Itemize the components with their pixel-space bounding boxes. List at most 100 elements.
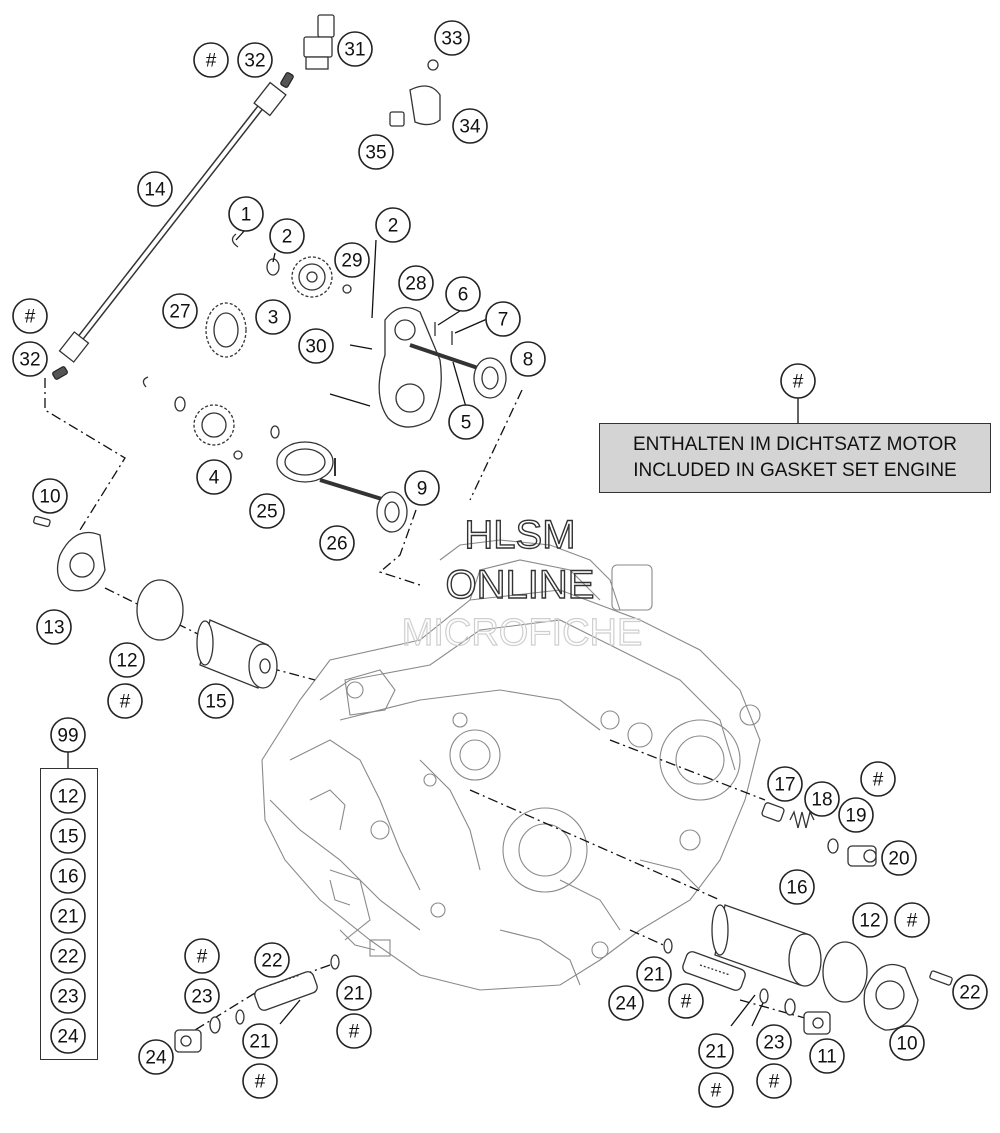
callout-label: 17 [774, 775, 795, 796]
callout-label: 21 [249, 1032, 270, 1053]
callout-label: 34 [459, 117, 481, 138]
seal-23-left [209, 1016, 221, 1034]
kit-item-21: 21 [50, 898, 86, 934]
screw-10-left [33, 515, 51, 528]
pump-rotor-9 [376, 491, 408, 533]
filter-cover-11 [863, 963, 919, 1031]
kit-item-label: 23 [57, 987, 78, 1008]
callout-label: 24 [615, 994, 637, 1015]
callout-label: 8 [523, 350, 534, 371]
callout-part-12: 12 [109, 642, 145, 678]
callout-label: 12 [859, 911, 880, 932]
watermark-line2: ONLINE [446, 563, 595, 607]
callout-label: 24 [145, 1048, 167, 1069]
callout-part-15: 15 [198, 683, 234, 719]
callout-part-23: 23 [756, 1024, 792, 1060]
callout-part-35: 35 [358, 134, 394, 170]
screws-30 [329, 344, 373, 407]
callout-part-26: 26 [319, 525, 355, 561]
callout-part-31: 31 [337, 31, 373, 67]
watermark: HLSM ONLINE MICROFICHE [401, 512, 643, 654]
callout-label: 2 [282, 227, 293, 248]
seal-ring-19 [827, 838, 839, 854]
pump-shaft-26 [319, 478, 386, 502]
callout-part-21: 21 [698, 1033, 734, 1069]
callout-label: 20 [888, 849, 909, 870]
callout-part-17: 17 [767, 766, 803, 802]
callout-label: 6 [458, 285, 469, 306]
callout-part-4: 4 [196, 459, 232, 495]
callout-label: 5 [461, 413, 472, 434]
oil-pump-gear-4 [142, 376, 280, 460]
callout-label: 9 [417, 479, 428, 500]
callout-label: # [197, 947, 208, 968]
callout-part-23: 23 [184, 978, 220, 1014]
callout-part-34: 34 [452, 108, 488, 144]
clamp-34 [409, 85, 441, 126]
pump-rotor-8 [473, 357, 507, 399]
gasket-note-line2: INCLUDED IN GASKET SET ENGINE [633, 460, 957, 481]
leader-lines [235, 228, 799, 1027]
callout-gasket-marker: # [184, 938, 220, 974]
pump-cover-25 [276, 441, 334, 483]
kit-item-label: 15 [57, 827, 78, 848]
kit-box [40, 768, 98, 1060]
callout-label: 30 [305, 337, 326, 358]
callout-label: 12 [116, 651, 137, 672]
callout-gasket-marker: # [894, 902, 930, 938]
callout-label: # [120, 692, 131, 713]
oil-filter-15 [196, 619, 278, 689]
plug-32-left [52, 366, 68, 380]
callout-part-25: 25 [249, 493, 285, 529]
o-ring-21-b [235, 1009, 245, 1025]
callout-part-21: 21 [336, 975, 372, 1011]
callout-label: 27 [169, 302, 190, 323]
kit-item-22: 22 [50, 938, 86, 974]
callout-part-1: 1 [228, 196, 264, 232]
callout-part-32: 32 [12, 341, 48, 377]
callout-label: 2 [388, 216, 399, 237]
callout-gasket-marker: # [860, 761, 896, 797]
washer-2 [266, 258, 280, 276]
callout-label: 21 [343, 984, 364, 1005]
seal-23-right [784, 998, 796, 1016]
oil-screen-22-right [682, 951, 746, 991]
callout-label: 16 [786, 878, 807, 899]
callout-label: 15 [205, 692, 226, 713]
callout-label: 18 [811, 790, 832, 811]
spring-18 [789, 810, 815, 829]
callout-part-20: 20 [881, 840, 917, 876]
oil-pump-housing-28 [378, 306, 442, 428]
callout-gasket-marker: # [668, 983, 704, 1019]
callout-label: 14 [144, 180, 166, 201]
callout-label: 23 [763, 1033, 784, 1054]
callout-label: # [907, 911, 918, 932]
oil-filter-16 [711, 904, 822, 987]
engine-crankcase [261, 539, 761, 991]
kit-item-16: 16 [50, 858, 86, 894]
callout-label: 35 [365, 143, 386, 164]
kit-item-label: 24 [57, 1027, 79, 1048]
screw-plug-20 [847, 845, 877, 867]
callout-label: 29 [341, 251, 362, 272]
callout-label: # [681, 992, 692, 1013]
callout-label: 31 [344, 40, 365, 61]
callout-label: 21 [705, 1042, 726, 1063]
pump-shaft-5 [409, 343, 479, 370]
oil-pump-gear-3 [291, 256, 333, 298]
callout-label: # [255, 1072, 266, 1093]
callout-gasket-marker: # [107, 683, 143, 719]
callout-label: # [769, 1072, 780, 1093]
callout-part-7: 7 [485, 301, 521, 337]
screw-plug-24-left [174, 1029, 202, 1053]
callout-part-32: 32 [237, 42, 273, 78]
kit-item-label: 21 [57, 907, 78, 928]
callout-part-5: 5 [448, 404, 484, 440]
callout-part-12: 12 [852, 902, 888, 938]
callout-label: 25 [256, 502, 277, 523]
screw-33 [427, 59, 439, 71]
callout-part-16: 16 [779, 869, 815, 905]
